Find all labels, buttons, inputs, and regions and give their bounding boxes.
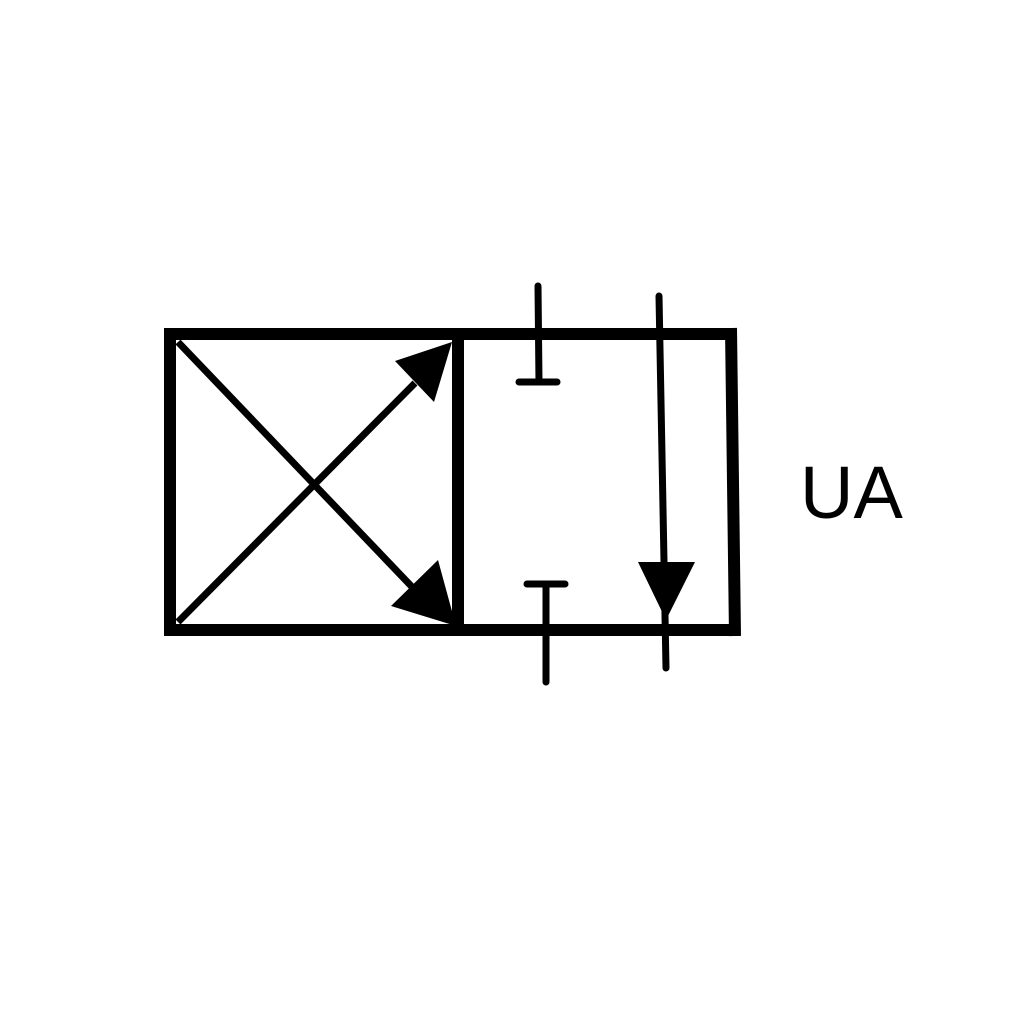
diagonal-arrow-up (175, 380, 418, 625)
diagonal-arrow-down (175, 339, 418, 593)
left-envelope (164, 328, 464, 636)
arrowhead-up-icon (395, 342, 452, 402)
valve-label: UA (800, 451, 903, 534)
blocked-port-top (534, 282, 543, 386)
right-envelope (454, 282, 741, 686)
arrowhead-down-icon (638, 562, 695, 620)
arrowhead-down-icon (391, 560, 456, 626)
